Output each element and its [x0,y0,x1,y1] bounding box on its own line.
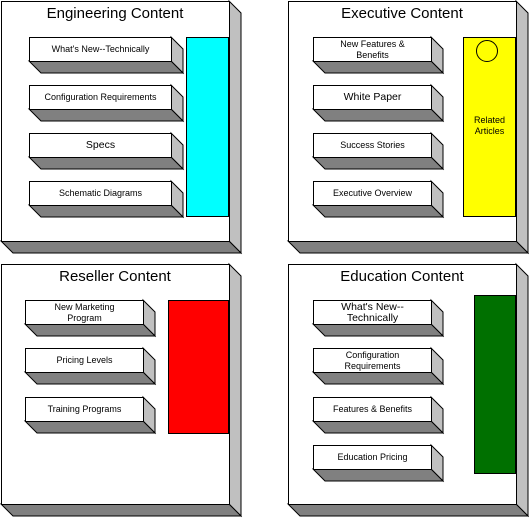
executive-button-3[interactable]: Success Stories [313,133,432,158]
reseller-color-bar [168,300,229,434]
education-button-1[interactable]: What's New-- Technically [313,300,432,325]
reseller-button-1[interactable]: New Marketing Program [25,300,144,325]
education-button-2[interactable]: Configuration Requirements [313,348,432,373]
executive-button-2[interactable]: White Paper [313,85,432,110]
education-button-depth [311,298,445,338]
circle-icon [476,40,498,62]
education-panel-title: Education Content [340,268,464,285]
executive-button-4[interactable]: Executive Overview [313,181,432,206]
executive-color-bar: Related Articles [463,37,516,217]
executive-button-depth [311,83,445,123]
education-button-3[interactable]: Features & Benefits [313,397,432,422]
executive-panel-title: Executive Content [341,5,463,22]
education-panel-depth [286,262,529,518]
reseller-button-3[interactable]: Training Programs [25,397,144,422]
engineering-button-4[interactable]: Schematic Diagrams [29,181,172,206]
related-articles-label: Related Articles [473,115,506,136]
engineering-color-bar [186,37,229,217]
engineering-button-2[interactable]: Configuration Requirements [29,85,172,110]
reseller-button-depth [23,395,157,435]
education-button-4[interactable]: Education Pricing [313,445,432,470]
engineering-button-depth [27,179,185,219]
reseller-panel-depth [0,262,243,518]
engineering-button-depth [27,35,185,75]
education-button-depth [311,395,445,435]
engineering-button-3[interactable]: Specs [29,133,172,158]
engineering-panel-title: Engineering Content [46,5,184,22]
education-button-depth [311,346,445,386]
engineering-button-1[interactable]: What's New--Technically [29,37,172,62]
reseller-panel-title: Reseller Content [59,268,171,285]
executive-button-1[interactable]: New Features & Benefits [313,37,432,62]
engineering-button-depth [27,131,185,171]
reseller-button-2[interactable]: Pricing Levels [25,348,144,373]
education-color-bar [474,295,516,474]
